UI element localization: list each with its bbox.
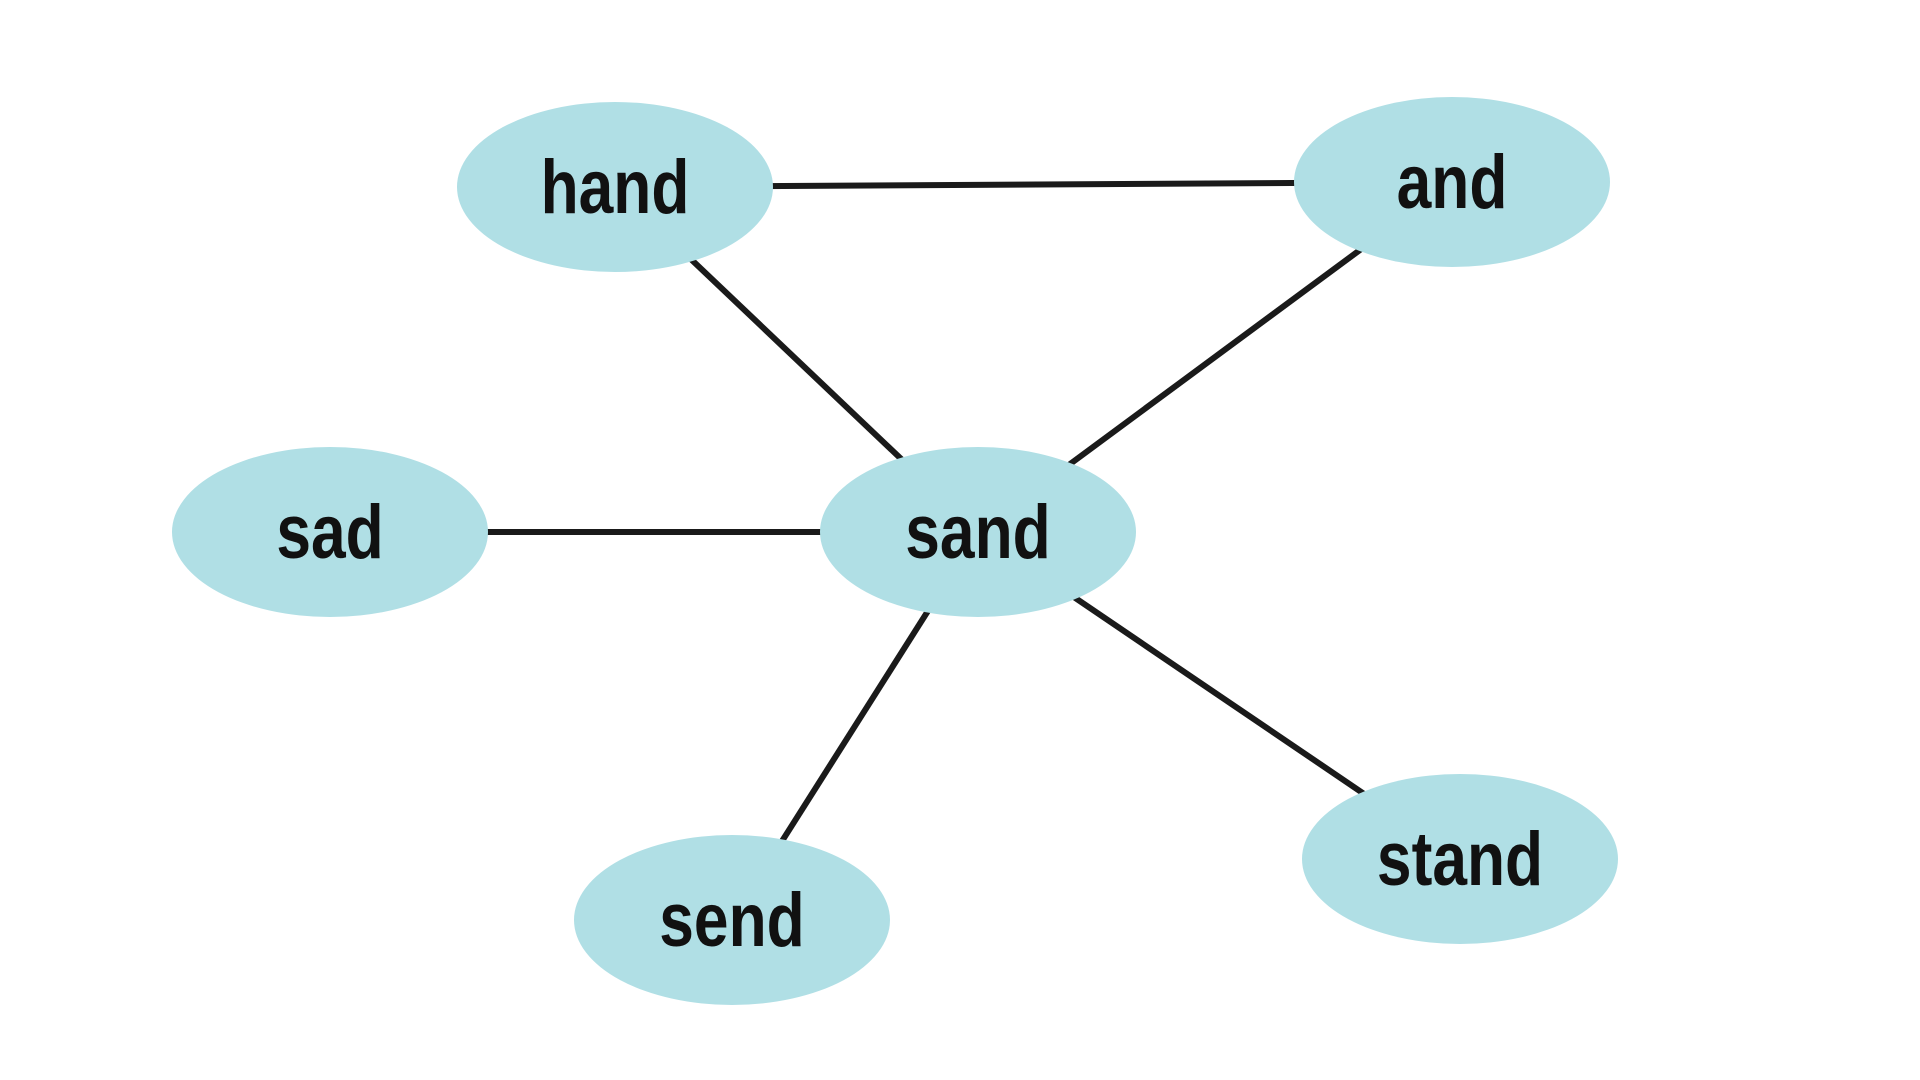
node-hand: hand (457, 102, 773, 272)
node-label: send (659, 877, 804, 962)
node-sand: sand (820, 447, 1136, 617)
node-ellipse (820, 447, 1136, 617)
node-label: stand (1377, 816, 1543, 901)
node-ellipse (172, 447, 488, 617)
node-label: and (1397, 139, 1508, 224)
node-label: sand (905, 489, 1050, 574)
node-and: and (1294, 97, 1610, 267)
node-send: send (574, 835, 890, 1005)
node-label: hand (541, 144, 690, 229)
node-ellipse (574, 835, 890, 1005)
node-ellipse (1294, 97, 1610, 267)
node-ellipse (457, 102, 773, 272)
node-ellipse (1302, 774, 1618, 944)
node-label: sad (276, 489, 383, 574)
node-sad: sad (172, 447, 488, 617)
node-stand: stand (1302, 774, 1618, 944)
